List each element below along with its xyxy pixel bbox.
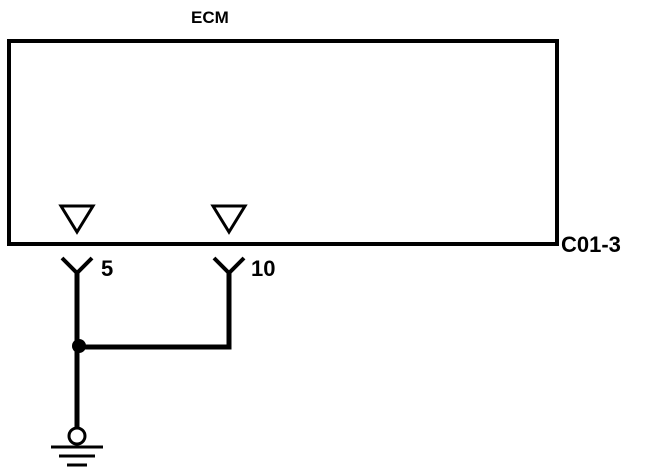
pin-10-terminal	[212, 256, 246, 276]
pin-10-internal-triangle-icon	[210, 204, 248, 235]
pin-5-number: 5	[101, 256, 113, 281]
wire-pin-10	[77, 273, 232, 350]
pin-5-terminal	[60, 256, 94, 276]
pin-5-terminal-icon	[60, 256, 94, 276]
pin-5-internal-triangle-icon	[58, 204, 96, 235]
ecm-module-box	[7, 39, 559, 246]
connector-id: C01-3	[561, 232, 621, 257]
splice-point-icon	[72, 339, 86, 353]
module-name: ECM	[191, 8, 229, 27]
pin-10-number: 10	[251, 256, 275, 281]
ground-icon	[51, 426, 103, 467]
pin-10-terminal-icon	[212, 256, 246, 276]
